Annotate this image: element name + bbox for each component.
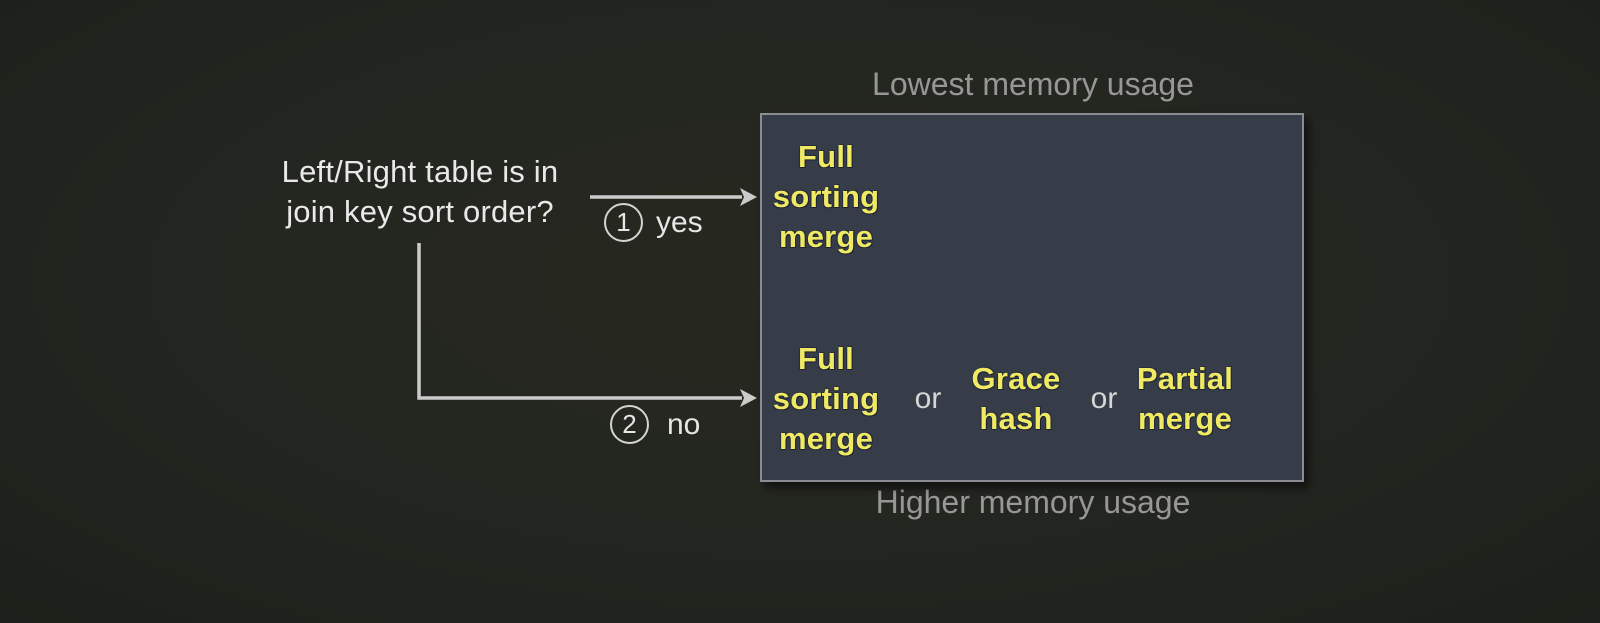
question-text: Left/Right table is in join key sort ord… bbox=[230, 152, 610, 232]
algorithm-full-sorting-merge-sorted: Full sorting merge bbox=[768, 137, 884, 257]
branch-no-text: no bbox=[667, 407, 701, 441]
arrowhead-no-icon bbox=[740, 389, 757, 407]
caption-higher-memory: Higher memory usage bbox=[875, 484, 1191, 520]
algo-line: hash bbox=[979, 401, 1053, 436]
question-line-2: join key sort order? bbox=[286, 194, 554, 229]
algo-line: Full bbox=[798, 341, 854, 376]
algo-line: merge bbox=[1137, 401, 1233, 436]
algo-line: Partial bbox=[1136, 361, 1234, 396]
branch-label-yes: 1 yes bbox=[604, 203, 703, 242]
algo-line: sorting bbox=[772, 179, 880, 214]
caption-lowest-memory: Lowest memory usage bbox=[872, 66, 1194, 102]
algorithm-full-sorting-merge-unsorted: Full sorting merge bbox=[768, 339, 884, 459]
circled-1-icon: 1 bbox=[604, 203, 643, 242]
algo-line: Grace bbox=[971, 361, 1061, 396]
algorithm-partial-merge: Partial merge bbox=[1124, 359, 1246, 439]
algo-line: sorting bbox=[772, 381, 880, 416]
circled-2-icon: 2 bbox=[610, 405, 649, 444]
algo-line: merge bbox=[778, 421, 874, 456]
algorithm-grace-hash: Grace hash bbox=[958, 359, 1074, 439]
algorithms-box: Full sorting merge Full sorting merge or… bbox=[760, 113, 1304, 482]
arrowhead-yes-icon bbox=[740, 188, 757, 206]
algo-line: Full bbox=[798, 139, 854, 174]
or-separator-2: or bbox=[1090, 382, 1118, 415]
branch-yes-text: yes bbox=[656, 205, 703, 239]
algo-line: merge bbox=[778, 219, 874, 254]
branch-label-no: 2 no bbox=[610, 405, 700, 444]
branch-no-elbow bbox=[417, 243, 742, 400]
or-separator-1: or bbox=[914, 382, 942, 415]
question-line-1: Left/Right table is in bbox=[281, 154, 559, 189]
